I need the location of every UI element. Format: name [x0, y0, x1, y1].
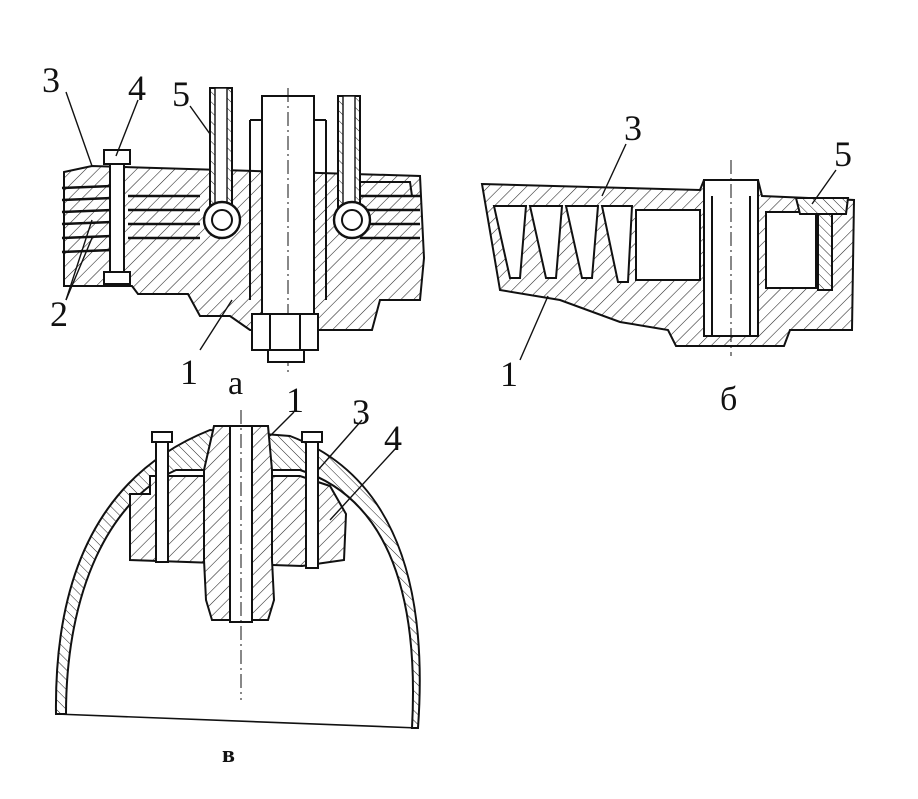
fig-b-label-5: 5 — [834, 134, 852, 174]
fig-a-label-3: 3 — [42, 60, 60, 100]
fig-a-caption: а — [228, 365, 243, 402]
figure-a-labels: 3 4 5 2 1 а — [42, 60, 243, 402]
figure-b-labels: 3 5 1 б — [500, 108, 852, 418]
fig-c-bolt-right — [305, 431, 319, 569]
fig-a-plates — [61, 184, 420, 254]
fig-a-label-1: 1 — [180, 352, 198, 392]
fig-c-bolt-left — [155, 431, 169, 563]
figure-b — [480, 143, 856, 361]
figure-c — [54, 410, 421, 729]
figure-c-labels: 1 3 4 в — [222, 380, 402, 768]
fig-c-caption: в — [222, 742, 235, 768]
fig-c-label-3: 3 — [352, 392, 370, 432]
figure-a — [61, 87, 426, 372]
fig-a-bolt — [109, 149, 125, 277]
fig-c-label-4: 4 — [384, 418, 402, 458]
fig-a-nut — [251, 313, 319, 351]
fig-b-insert — [817, 213, 833, 291]
fig-c-label-1: 1 — [286, 380, 304, 420]
fig-a-label-4: 4 — [128, 68, 146, 108]
fig-c-shell — [54, 428, 421, 729]
fig-a-shaft — [261, 95, 315, 317]
fig-b-caption: б — [720, 381, 737, 418]
fig-b-label-1: 1 — [500, 354, 518, 394]
fig-a-label-2: 2 — [50, 294, 68, 334]
fig-a-label-5: 5 — [172, 74, 190, 114]
fig-b-fins — [492, 205, 701, 283]
fig-b-label-3: 3 — [624, 108, 642, 148]
